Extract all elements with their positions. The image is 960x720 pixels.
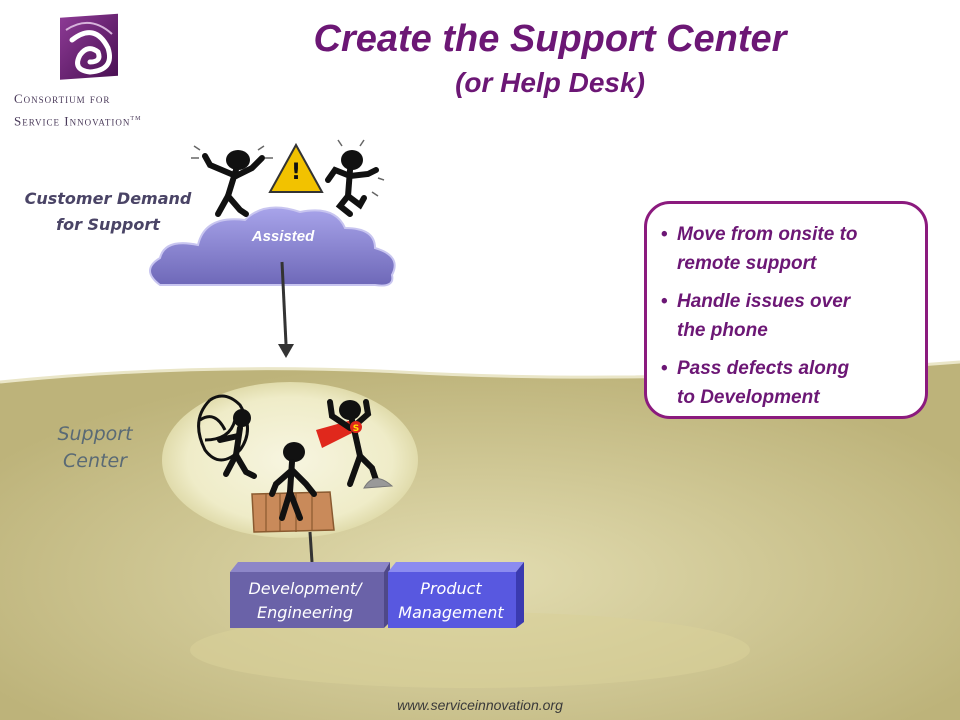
bullet-icon: • — [661, 358, 668, 379]
callout-item: • Pass defects along to Development — [661, 354, 911, 412]
stick-figure-icon — [202, 150, 265, 217]
stick-figure-icon — [197, 394, 257, 479]
pm-line-2: Management — [398, 603, 504, 622]
support-center-line-1: Support — [57, 423, 133, 445]
callout-box: • Move from onsite to remote support • H… — [644, 201, 928, 419]
support-center-label: Support Center — [30, 421, 160, 475]
callout-item-line-2: to Development — [677, 387, 820, 408]
callout-item-line-1: Handle issues over — [677, 291, 851, 312]
footer-url: www.serviceinnovation.org — [397, 697, 563, 713]
arrow-down-icon — [278, 261, 294, 358]
dev-line-2: Engineering — [257, 603, 353, 622]
callout-item-line-2: remote support — [677, 253, 817, 274]
warning-exclamation: ! — [290, 160, 302, 185]
bullet-icon: • — [661, 224, 668, 245]
page-subtitle: (or Help Desk) — [455, 67, 645, 98]
stick-figure-icon — [325, 150, 379, 217]
svg-text:S: S — [353, 424, 359, 434]
pm-line-1: Product — [420, 579, 482, 598]
stick-figure-icon — [251, 442, 335, 533]
assisted-label: Assisted — [251, 228, 315, 245]
callout-list: • Move from onsite to remote support • H… — [661, 220, 911, 412]
logo-spiral-icon — [60, 13, 118, 80]
logo-line-2-text: Service Innovation — [14, 113, 131, 129]
customer-demand-line-2: for Support — [56, 215, 160, 234]
logo-line-2: Service InnovationTM — [14, 109, 184, 131]
callout-item-line-1: Move from onsite to — [677, 224, 858, 245]
stick-figure-icon: S — [316, 399, 394, 489]
page-title: Create the Support Center — [313, 18, 787, 60]
bullet-icon: • — [661, 291, 668, 312]
callout-item: • Handle issues over the phone — [661, 287, 911, 345]
customer-demand-line-1: Customer Demand — [24, 189, 192, 208]
product-management-label: Product Management — [386, 577, 516, 625]
logo-line-1: Consortium for — [14, 91, 111, 106]
callout-item-line-1: Pass defects along — [677, 358, 850, 379]
callout-item: • Move from onsite to remote support — [661, 220, 911, 278]
warning-icon — [268, 142, 324, 193]
support-center-line-2: Center — [63, 450, 127, 472]
logo-trademark: TM — [130, 116, 142, 122]
customer-demand-label: Customer Demand for Support — [8, 186, 208, 238]
callout-item-line-2: the phone — [677, 320, 768, 341]
dev-line-1: Development/ — [248, 579, 362, 598]
product-management-box — [388, 562, 524, 628]
development-engineering-label: Development/ Engineering — [230, 577, 380, 625]
logo-wordmark: Consortium for Service InnovationTM — [14, 89, 184, 131]
assisted-cloud — [149, 206, 396, 287]
